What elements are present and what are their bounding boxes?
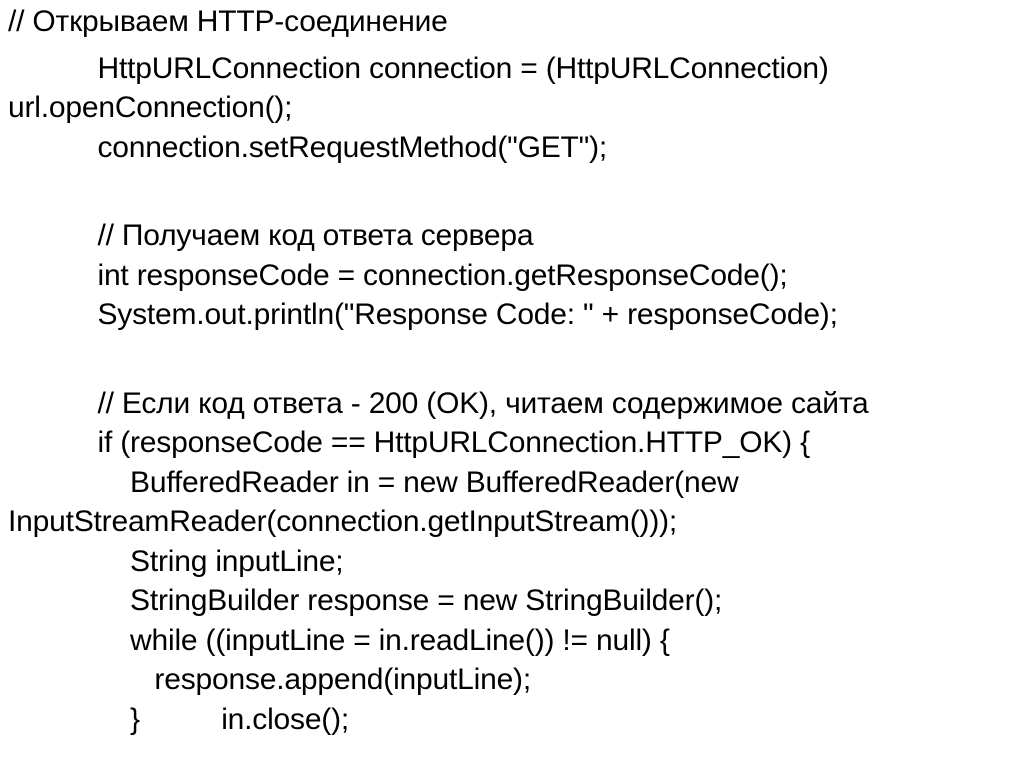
code-line: url.openConnection(); bbox=[8, 91, 293, 124]
code-line: int responseCode = connection.getRespons… bbox=[8, 258, 788, 292]
code-line: InputStreamReader(connection.getInputStr… bbox=[8, 505, 678, 538]
code-line: } in.close(); bbox=[8, 702, 350, 736]
code-line: while ((inputLine = in.readLine()) != nu… bbox=[8, 623, 670, 657]
code-line: // Если код ответа - 200 (OK), читаем со… bbox=[8, 386, 869, 420]
code-line: // Получаем код ответа сервера bbox=[8, 219, 534, 252]
code-line: // Открываем HTTP-соединение bbox=[8, 5, 448, 38]
code-line: response.append(inputLine); bbox=[8, 663, 531, 696]
code-line: String inputLine; bbox=[8, 544, 344, 578]
code-line: System.out.println("Response Code: " + r… bbox=[8, 298, 838, 331]
code-line: if (responseCode == HttpURLConnection.HT… bbox=[8, 426, 810, 459]
code-line: HttpURLConnection connection = (HttpURLC… bbox=[8, 51, 829, 85]
code-line: connection.setRequestMethod("GET"); bbox=[8, 130, 608, 164]
code-block: // Открываем HTTP-соединение HttpURLConn… bbox=[8, 2, 1024, 739]
code-line bbox=[8, 335, 1024, 384]
code-line: BufferedReader in = new BufferedReader(n… bbox=[8, 465, 739, 499]
code-line bbox=[8, 167, 1024, 216]
code-line: StringBuilder response = new StringBuild… bbox=[8, 584, 723, 617]
